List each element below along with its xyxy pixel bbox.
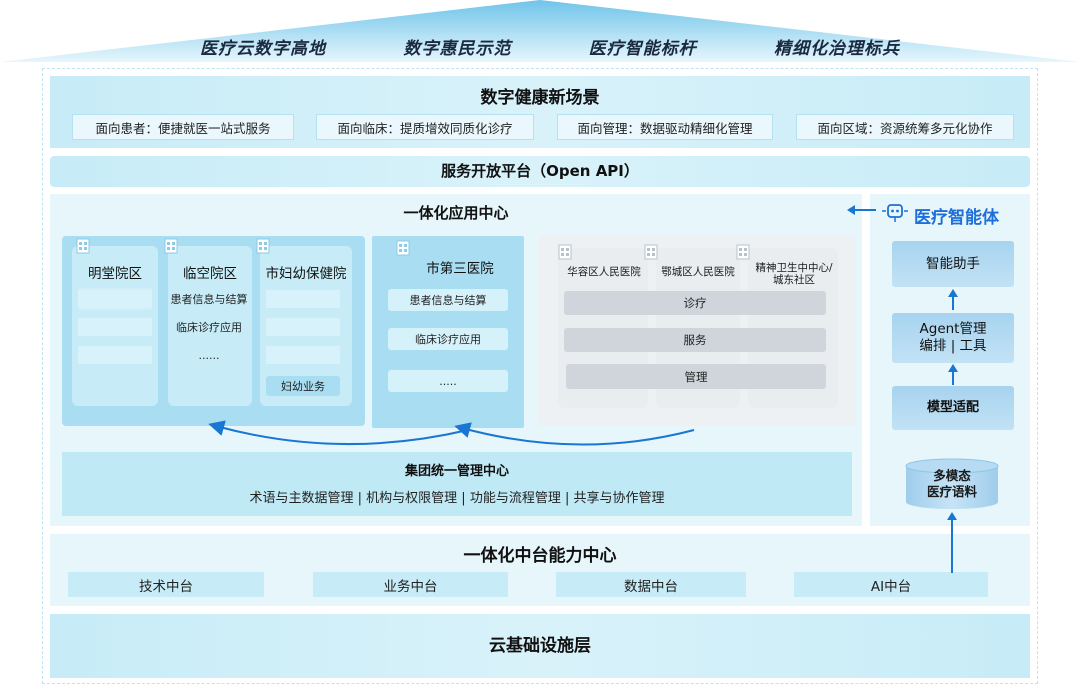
corpus-line: 医疗语料 [926, 484, 977, 500]
hospital-name: 市第三医院 [426, 261, 494, 277]
model-box: 模型适配 [892, 386, 1014, 430]
building-icon [558, 244, 572, 260]
capability-item: 技术中台 [68, 572, 264, 597]
app-row: ..... [388, 370, 508, 392]
hospital-name: 市妇幼保健院 [265, 266, 347, 282]
row-strip [78, 346, 152, 364]
app-center-title: 一体化应用中心 [403, 204, 509, 222]
app-row: 患者信息与结算 [170, 293, 248, 306]
scenario-title: 数字健康新场景 [480, 88, 600, 108]
slogan: 精细化治理标兵 [773, 39, 900, 59]
row-strip [78, 290, 152, 308]
management-title: 集团统一管理中心 [404, 464, 509, 479]
building-icon [644, 244, 658, 260]
slogan-row: 医疗云数字高地 数字惠民示范 医疗智能标杆 精细化治理标兵 [200, 34, 900, 59]
row-strip [266, 318, 340, 336]
scenario-item: 面向临床：提质增效同质化诊疗 [316, 114, 534, 140]
app-row: 患者信息与结算 [388, 289, 508, 311]
app-row-special: 妇幼业务 [266, 376, 340, 396]
app-row: 管理 [566, 364, 826, 389]
app-row: 临床诊疗应用 [176, 321, 242, 334]
hospital-name: 华容区人民医院 [567, 266, 641, 278]
row-strip [266, 290, 340, 308]
building-icon [396, 240, 410, 256]
scenario-item: 面向患者：便捷就医一站式服务 [72, 114, 294, 140]
slogan: 医疗智能标杆 [588, 39, 697, 59]
slogan: 医疗云数字高地 [200, 39, 326, 59]
robot-icon [882, 204, 908, 222]
management-desc: 术语与主数据管理 | 机构与权限管理 | 功能与流程管理 | 共享与协作管理 [249, 491, 665, 506]
hospital-name: 鄂城区人民医院 [661, 266, 735, 278]
capability-item: 业务中台 [313, 572, 508, 597]
middle-platform-title: 一体化中台能力中心 [463, 546, 617, 566]
slogan: 数字惠民示范 [403, 39, 512, 59]
corpus-line: 多模态 [933, 468, 971, 483]
flow-arrows [208, 420, 695, 446]
roof-banner [0, 0, 1080, 62]
corpus-label: 多模态 医疗语料 [904, 468, 1000, 501]
agent-box: Agent管理 编排 | 工具 [892, 313, 1014, 363]
scenario-item: 面向区域：资源统筹多元化协作 [796, 114, 1014, 140]
app-row: 临床诊疗应用 [388, 328, 508, 350]
management-center [62, 452, 852, 516]
ai-agent-title: 医疗智能体 [914, 208, 999, 228]
building-icon [256, 238, 270, 254]
building-icon [76, 238, 90, 254]
app-row: 服务 [564, 328, 826, 352]
hospital-name: 临空院区 [183, 266, 237, 282]
open-platform-bar: 服务开放平台（Open API） [50, 156, 1030, 187]
agent-label: Agent管理 [919, 321, 987, 338]
capability-item: 数据中台 [556, 572, 746, 597]
assistant-box: 智能助手 [892, 241, 1014, 287]
building-icon [164, 238, 178, 254]
app-row: 诊疗 [564, 291, 826, 315]
infrastructure-bar: 云基础设施层 [50, 614, 1030, 678]
scenario-item: 面向管理：数据驱动精细化管理 [557, 114, 773, 140]
database-icon [905, 458, 999, 509]
hospital-name: 精神卫生中中心/城东社区 [755, 262, 833, 287]
agent-label: 编排 | 工具 [919, 338, 987, 354]
capability-item: AI中台 [794, 572, 988, 597]
row-strip [78, 318, 152, 336]
app-row: ...... [198, 348, 220, 362]
building-icon [736, 244, 750, 260]
outer-frame [42, 68, 1038, 684]
arrow-up-icon [948, 289, 958, 310]
hospital-column [168, 246, 252, 406]
arrow-up-icon [947, 512, 957, 573]
arrow-up-icon [948, 364, 958, 385]
arrow-left-icon [847, 205, 876, 215]
hospital-name: 明堂院区 [88, 266, 142, 282]
row-strip [266, 346, 340, 364]
